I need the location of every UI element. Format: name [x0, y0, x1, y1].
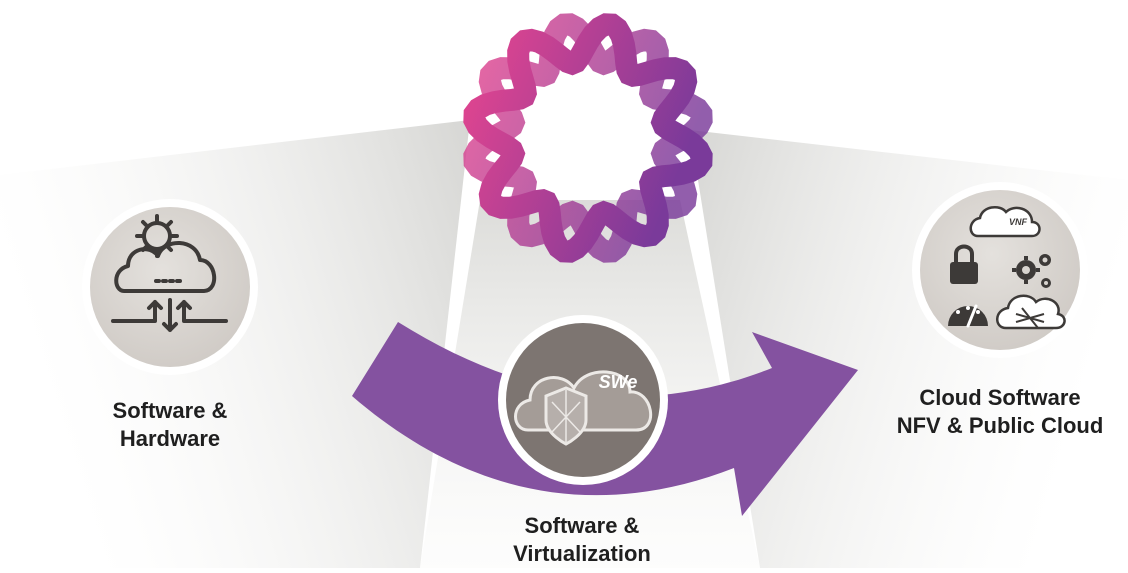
gears-icon — [1012, 254, 1051, 288]
stage-label-line: NFV & Public Cloud — [896, 413, 1104, 438]
stage-label-line: Software & — [112, 398, 228, 423]
software-virtualization-badge: SWe — [498, 315, 668, 485]
stage-label-software-virtualization: Software & Virtualization — [482, 512, 682, 568]
cloud-software-badge: VNF — [912, 182, 1088, 358]
lock-icon — [950, 244, 978, 284]
stage-label-software-hardware: Software & Hardware — [70, 397, 270, 453]
cloud-services-icon: VNF — [948, 205, 1066, 330]
cloud-shield-swe-icon: SWe — [514, 370, 653, 446]
ribbon-ring-logo — [463, 13, 713, 263]
stage-label-line: Software & — [524, 513, 640, 538]
software-hardware-badge — [82, 199, 258, 375]
stage-label-line: Cloud Software — [919, 385, 1081, 410]
ribbon-loop-2 — [463, 13, 713, 263]
cloud-gear-upload-icon — [111, 214, 228, 332]
stage-label-line: Virtualization — [513, 541, 651, 566]
cloud-network-icon — [996, 294, 1066, 330]
stage-label-line: Hardware — [119, 426, 221, 451]
vnf-badge-text: VNF — [1009, 217, 1028, 227]
light-beam-right — [690, 130, 1128, 568]
gauge-icon — [948, 304, 988, 328]
swe-badge-text: SWe — [599, 372, 638, 392]
stage-label-cloud-software: Cloud Software NFV & Public Cloud — [880, 384, 1120, 440]
